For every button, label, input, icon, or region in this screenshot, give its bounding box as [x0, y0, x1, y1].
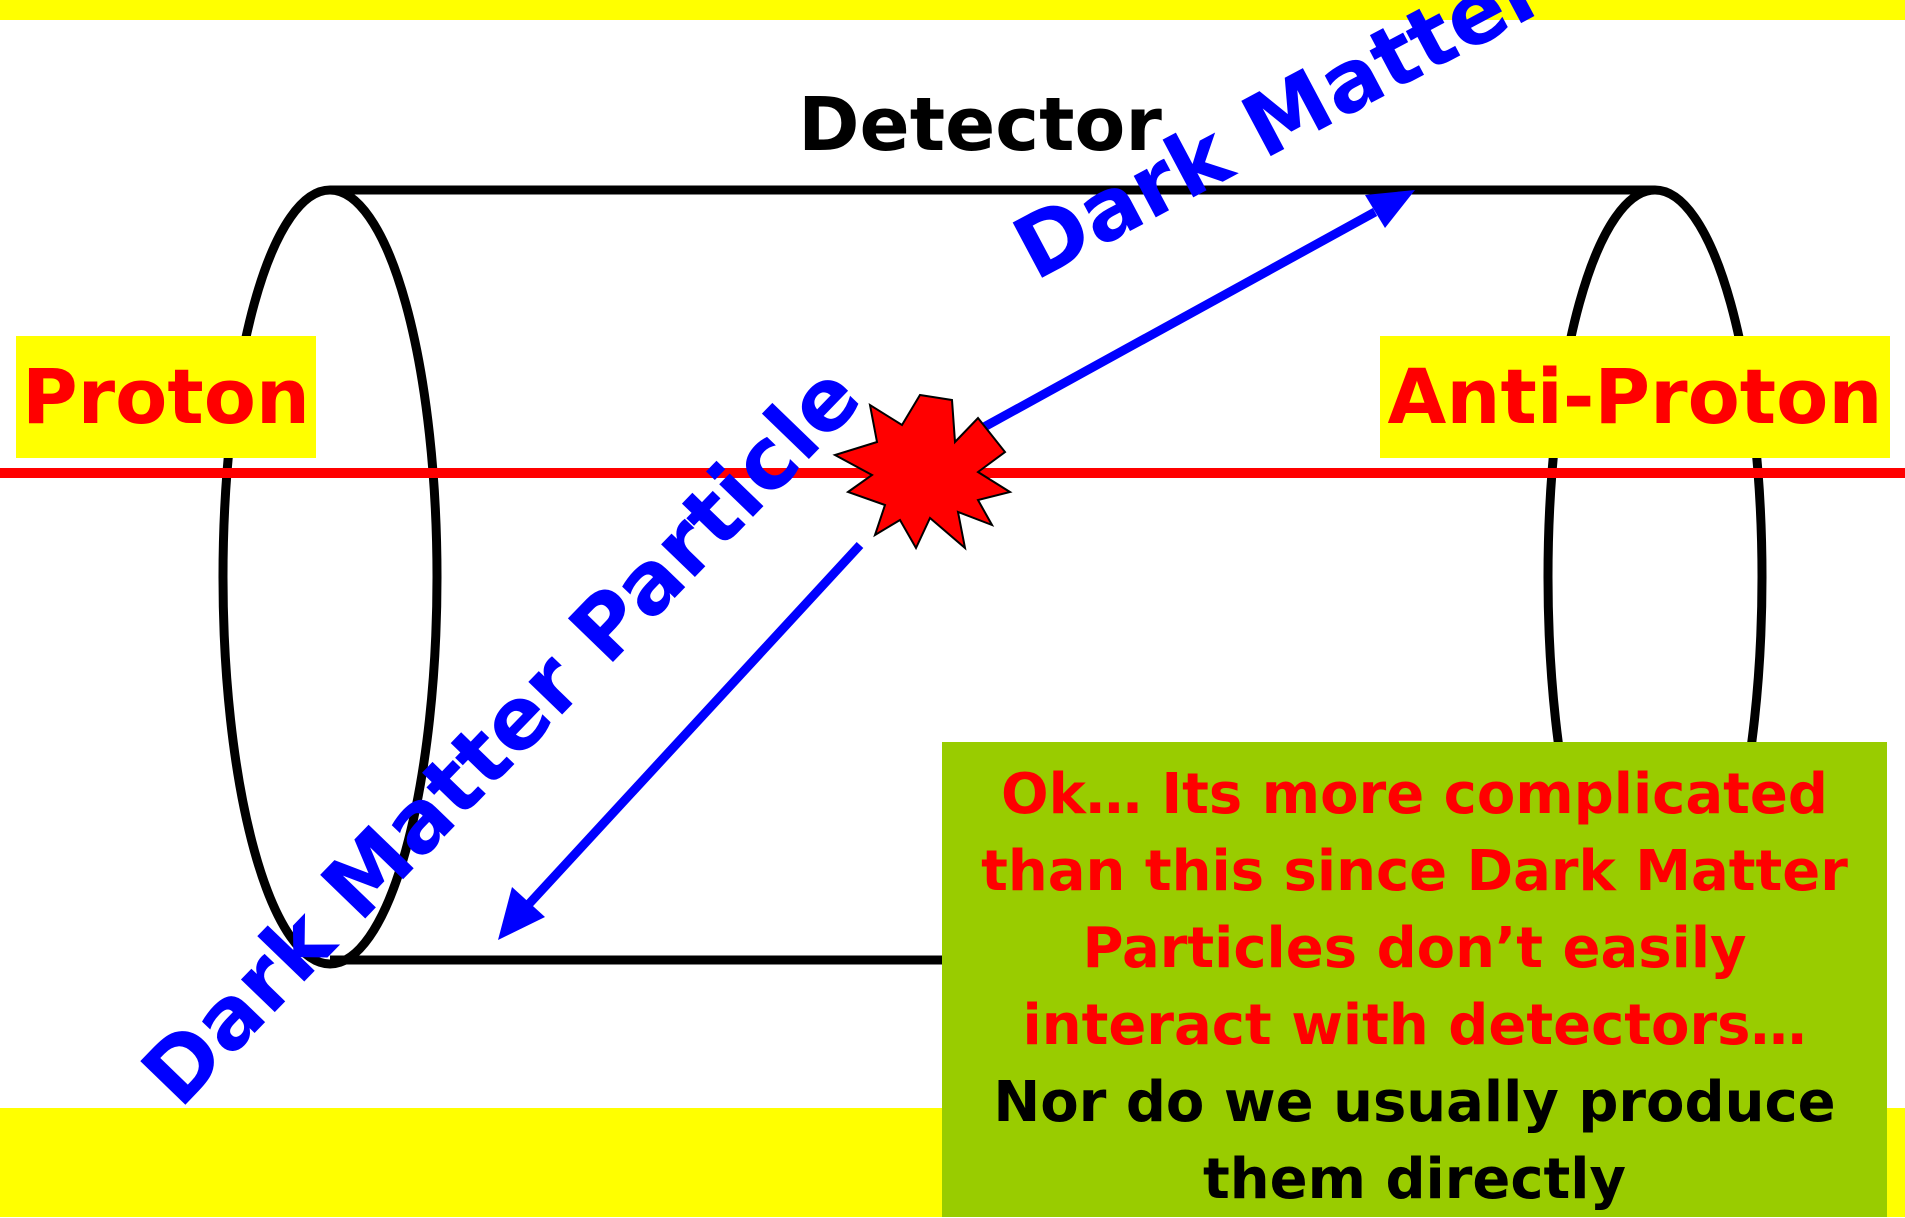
note-line: than this since Dark Matter [981, 839, 1848, 904]
dark-matter-arrow-lower [524, 541, 864, 909]
antiproton-label: Anti-Proton [1387, 352, 1883, 441]
collision-burst-icon [832, 393, 1013, 551]
dark-matter-arrow-lower-head [498, 887, 545, 940]
proton-label: Proton [21, 352, 311, 441]
note-line: them directly [1202, 1147, 1626, 1212]
note-line: Ok… Its more complicated [1000, 762, 1828, 827]
antiproton-label-box [1380, 336, 1890, 458]
detector-left-end [218, 185, 442, 969]
dark-matter-arrow-upper [972, 208, 1378, 436]
note-line: Nor do we usually produce [993, 1070, 1836, 1135]
detector-label: Detector [798, 82, 1162, 168]
dark-matter-arrow-upper-head [1365, 190, 1415, 228]
title-band [0, 0, 1905, 20]
note-line: interact with detectors… [1022, 993, 1807, 1058]
explanation-note: Ok… Its more complicated than this since… [942, 742, 1887, 1217]
note-line: Particles don’t easily [1082, 916, 1747, 981]
proton-label-box [16, 336, 316, 458]
